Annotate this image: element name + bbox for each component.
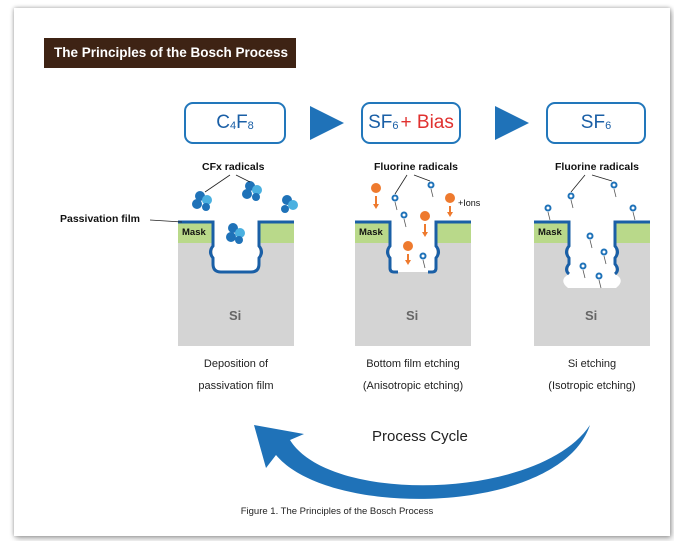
panel-deposition: [149, 174, 298, 346]
fluorine-radical: [586, 232, 594, 249]
gas-formula-subscript: 6: [392, 120, 399, 132]
fluorine-radical: [400, 211, 408, 228]
panel-bottom-etching: [355, 174, 471, 346]
gas-formula-part: SF: [580, 112, 606, 133]
diagram-title: The Principles of the Bosch Process: [44, 38, 296, 68]
fluorine-radical: [610, 181, 618, 198]
caption-line: Si etching: [567, 358, 617, 370]
caption-step-1: Deposition of passivation film: [176, 353, 296, 397]
mask-label-2: Mask: [359, 227, 383, 238]
caption-line: passivation film: [198, 380, 274, 392]
process-cycle-arrow: [254, 425, 590, 499]
step-arrow-2: [495, 106, 529, 140]
ion: [403, 241, 413, 265]
fluorine-radical: [419, 252, 427, 269]
mask-left: [355, 222, 390, 243]
caption-step-3: Si etching (Isotropic etching): [530, 353, 654, 397]
caption-line: (Anisotropic etching): [362, 380, 464, 392]
fluorine-radical: [629, 204, 637, 221]
radicals-label-1: CFx radicals: [202, 161, 265, 173]
fluorine-radical: [544, 204, 552, 221]
radicals-label-3: Fluorine radicals: [555, 161, 640, 173]
ion: [371, 183, 381, 209]
fluorine-radical: [600, 248, 608, 265]
ion: [420, 211, 430, 237]
gas-formula-part: SF: [368, 112, 393, 133]
panel-si-etching: [534, 174, 650, 346]
figure-caption: Figure 1. The Principles of the Bosch Pr…: [240, 506, 434, 517]
gas-formula-part: F: [236, 112, 248, 133]
cfx-radical-cluster: [281, 195, 298, 213]
mask-right: [615, 222, 650, 243]
ion: [445, 193, 455, 217]
mask-right: [436, 222, 471, 243]
gas-formula-part: C: [216, 112, 230, 133]
mask-label-3: Mask: [538, 227, 562, 238]
caption-line: Bottom film etching: [366, 358, 460, 370]
ions-label: +Ions: [458, 198, 481, 208]
mask-left: [534, 222, 569, 243]
fluorine-radical: [595, 272, 603, 289]
caption-step-2: Bottom film etching (Anisotropic etching…: [345, 353, 481, 397]
bias-label: + Bias: [400, 112, 454, 133]
step-arrow-1: [310, 106, 344, 140]
si-label-3: Si: [585, 308, 598, 323]
fluorine-radical: [579, 262, 587, 279]
passivation-film-line: [178, 220, 294, 274]
cfx-radical-cluster: [192, 191, 212, 211]
cfx-radical-cluster: [226, 223, 245, 244]
mask-left: [178, 222, 213, 243]
si-label-2: Si: [406, 308, 419, 323]
mask-right: [259, 222, 294, 243]
gas-formula-subscript: 6: [605, 120, 612, 132]
radicals-label-2: Fluorine radicals: [374, 161, 459, 173]
si-label-1: Si: [229, 308, 242, 323]
caption-line: (Isotropic etching): [548, 380, 636, 392]
gas-formula-subscript: 8: [247, 120, 254, 132]
fluorine-radical: [427, 181, 435, 198]
passivation-film-label: Passivation film: [60, 213, 140, 225]
cfx-radical-cluster: [242, 181, 262, 201]
caption-line: Deposition of: [203, 358, 269, 370]
gas-formula-subscript: 4: [229, 120, 237, 132]
fluorine-radical: [567, 192, 575, 209]
mask-label-1: Mask: [182, 227, 206, 238]
fluorine-radical: [391, 194, 399, 211]
process-cycle-label: Process Cycle: [372, 428, 468, 445]
